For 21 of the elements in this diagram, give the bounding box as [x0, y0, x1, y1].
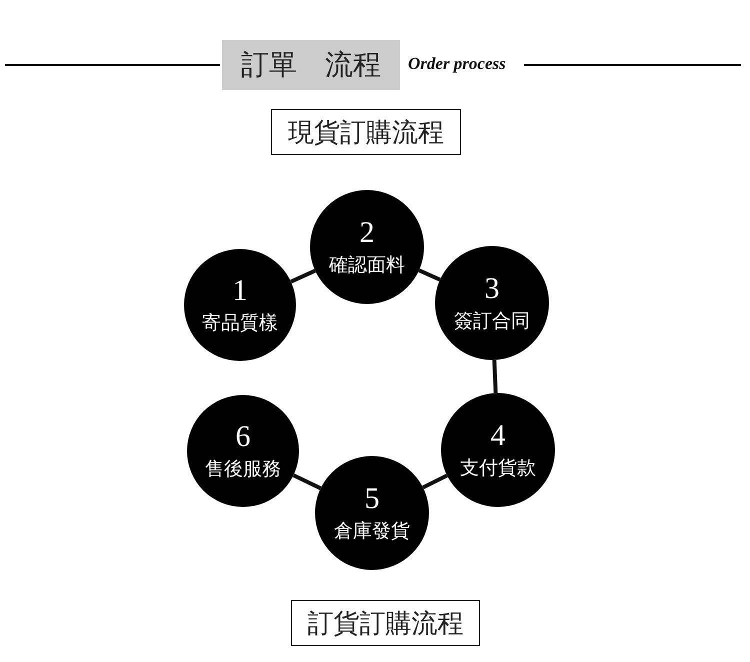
- connector-line: [492, 360, 498, 394]
- step-number: 6: [236, 420, 250, 454]
- step-number: 4: [490, 419, 506, 452]
- section-heading-box: 現貨訂購流程: [271, 109, 461, 155]
- title: 訂單 流程: [222, 40, 400, 90]
- step-number: 3: [484, 272, 500, 306]
- step-number: 2: [360, 216, 374, 250]
- step-label: 確認面料: [329, 255, 405, 278]
- connector-line: [418, 268, 441, 282]
- step-label: 倉庫發貨: [334, 521, 410, 544]
- section-heading-box: 訂貨訂購流程: [291, 600, 480, 646]
- step-number: 5: [364, 482, 380, 516]
- connector-line: [422, 474, 448, 490]
- step-label: 寄品質樣: [202, 313, 278, 336]
- step-label: 支付貨款: [460, 458, 536, 481]
- subtitle: Order process: [408, 54, 506, 74]
- step-label: 售後服務: [205, 459, 281, 482]
- step-label: 簽訂合同: [454, 311, 530, 334]
- connector-line: [290, 268, 316, 284]
- connector-line: [292, 473, 322, 490]
- step-number: 1: [232, 274, 248, 308]
